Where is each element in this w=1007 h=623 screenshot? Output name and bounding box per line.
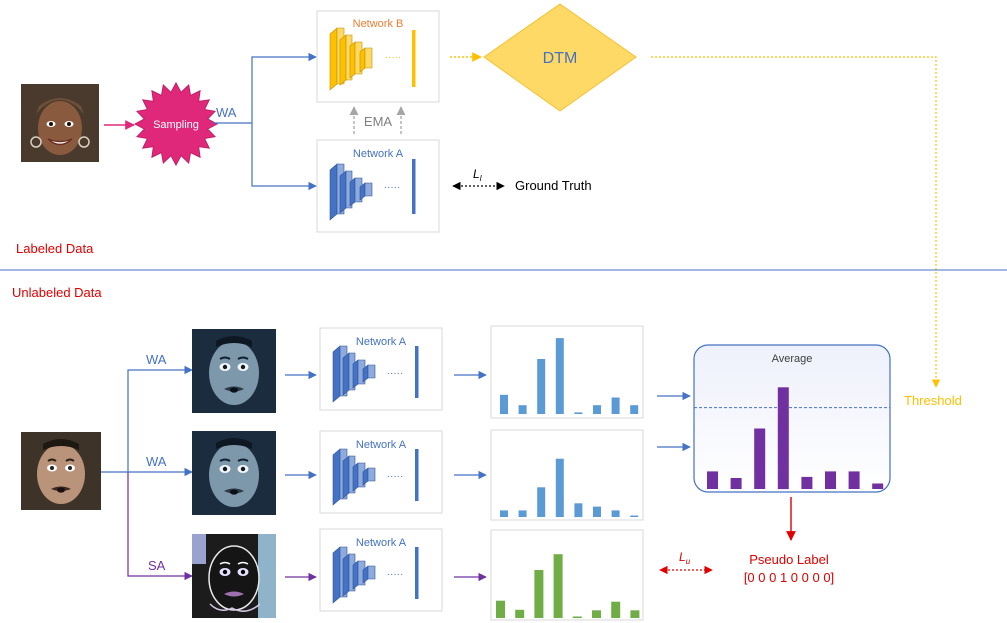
network-b-panel: Network B ····· xyxy=(316,10,440,103)
hist-1-bar-6 xyxy=(593,405,601,414)
labeled-section: Sampling WA Network B ····· xyxy=(16,3,941,388)
network-a-panel-1: Network A ····· xyxy=(319,327,443,411)
hist-1-bar-2 xyxy=(518,405,527,414)
pseudo-label-title: Pseudo Label xyxy=(749,552,829,567)
labeled-face-image xyxy=(20,83,100,163)
wa-label-1: WA xyxy=(146,352,167,367)
network-a-label-1: Network A xyxy=(356,336,407,348)
network-a-output-bar-2 xyxy=(415,449,419,501)
sa-label: SA xyxy=(148,558,166,573)
average-bar-6 xyxy=(825,471,836,489)
arrow-to-sa-view xyxy=(127,472,193,581)
network-a-layers-icon xyxy=(332,448,376,506)
average-panel: Average xyxy=(693,344,891,493)
network-a-layers-icon xyxy=(329,163,373,221)
hist-1-bar-7 xyxy=(611,397,620,414)
threshold-route-line xyxy=(651,56,941,388)
network-a-output-bar-top xyxy=(412,159,416,214)
hist-3-bar-6 xyxy=(592,610,601,618)
wa-view-image-2 xyxy=(191,430,277,516)
network-a-panel-2: Network A ····· xyxy=(319,430,443,514)
ema-label: EMA xyxy=(364,114,393,129)
hist-panel-2 xyxy=(490,429,644,521)
average-bar-1 xyxy=(707,471,718,489)
loss-u-label: Lu xyxy=(679,550,691,566)
hist-2-bar-1 xyxy=(500,510,508,517)
network-a-dots-1: ····· xyxy=(387,368,404,379)
network-a-label-3: Network A xyxy=(356,537,407,549)
average-bar-8 xyxy=(872,483,884,489)
hist-2-bar-8 xyxy=(630,515,639,517)
hist-2-bar-7 xyxy=(611,510,620,517)
hist-2-bar-5 xyxy=(574,503,583,518)
hist-3-bar-5 xyxy=(572,616,582,618)
hist-1-bar-4 xyxy=(555,338,564,414)
hist-3-bar-4 xyxy=(553,554,563,618)
average-bar-3 xyxy=(754,428,766,489)
average-bar-5 xyxy=(801,476,813,489)
network-a-panel-top: Network A ····· xyxy=(316,139,440,233)
network-a-dots-top: ····· xyxy=(384,182,401,193)
arrow-to-wa-view-1 xyxy=(127,365,193,472)
hist-2-bar-6 xyxy=(593,506,601,517)
network-a-output-bar-3 xyxy=(415,547,419,599)
network-a-dots-3: ····· xyxy=(387,569,404,580)
arrow-to-network-b xyxy=(251,52,317,123)
network-a-output-bar-1 xyxy=(415,346,419,398)
hist-3-bar-3 xyxy=(534,570,544,618)
network-a-dots-2: ····· xyxy=(387,471,404,482)
pseudo-label-vector: [0 0 0 1 0 0 0 0] xyxy=(744,570,834,585)
arrow-to-network-a-top xyxy=(251,123,317,191)
wa-label-2: WA xyxy=(146,454,167,469)
average-bar-7 xyxy=(848,471,860,489)
average-label: Average xyxy=(772,353,813,365)
hist-2-bar-2 xyxy=(518,510,527,517)
network-a-label-top: Network A xyxy=(353,148,404,160)
hist-1-bar-5 xyxy=(574,412,583,414)
hist-2-bar-3 xyxy=(537,487,546,517)
hist-3-bar-1 xyxy=(496,600,505,618)
hist-2-bar-4 xyxy=(555,458,564,517)
network-b-output-bar xyxy=(412,30,416,87)
hist-1-bar-8 xyxy=(630,405,639,414)
network-b-dots: ····· xyxy=(385,52,402,63)
average-bar-4 xyxy=(777,387,789,490)
average-histogram xyxy=(707,387,884,490)
network-b-label: Network B xyxy=(353,18,404,30)
ground-truth-label: Ground Truth xyxy=(515,178,592,193)
sa-view-image xyxy=(191,533,277,619)
hist-panel-1 xyxy=(490,325,644,419)
average-bar-2 xyxy=(730,478,742,489)
hist-3-bar-2 xyxy=(515,609,525,618)
wa-label-top: WA xyxy=(216,105,237,120)
network-b-layers-icon xyxy=(329,27,373,91)
unlabeled-data-label: Unlabeled Data xyxy=(12,285,102,300)
hist-3-bar-7 xyxy=(611,601,621,618)
hist-1-bar-1 xyxy=(500,394,508,415)
wa-view-image-1 xyxy=(191,328,277,414)
hist-3-bar-8 xyxy=(630,610,640,618)
network-a-layers-icon xyxy=(332,546,376,604)
dtm-label: DTM xyxy=(543,50,578,67)
loss-l-label: Ll xyxy=(473,167,482,183)
sampling-label: Sampling xyxy=(153,119,199,131)
network-a-label-2: Network A xyxy=(356,439,407,451)
threshold-label: Threshold xyxy=(904,393,962,408)
unlabeled-face-image xyxy=(20,431,102,511)
dtm-node: DTM xyxy=(483,3,637,112)
histogram-bars xyxy=(496,338,640,618)
network-a-panel-3: Network A ····· xyxy=(319,528,443,612)
hist-1-bar-3 xyxy=(537,359,546,414)
sampling-starburst-icon xyxy=(133,81,219,167)
sampling-node: Sampling xyxy=(133,81,219,167)
labeled-data-label: Labeled Data xyxy=(16,241,94,256)
network-a-layers-icon xyxy=(332,345,376,403)
unlabeled-section: Unlabeled Data WA WA SA Network A xyxy=(12,285,962,621)
